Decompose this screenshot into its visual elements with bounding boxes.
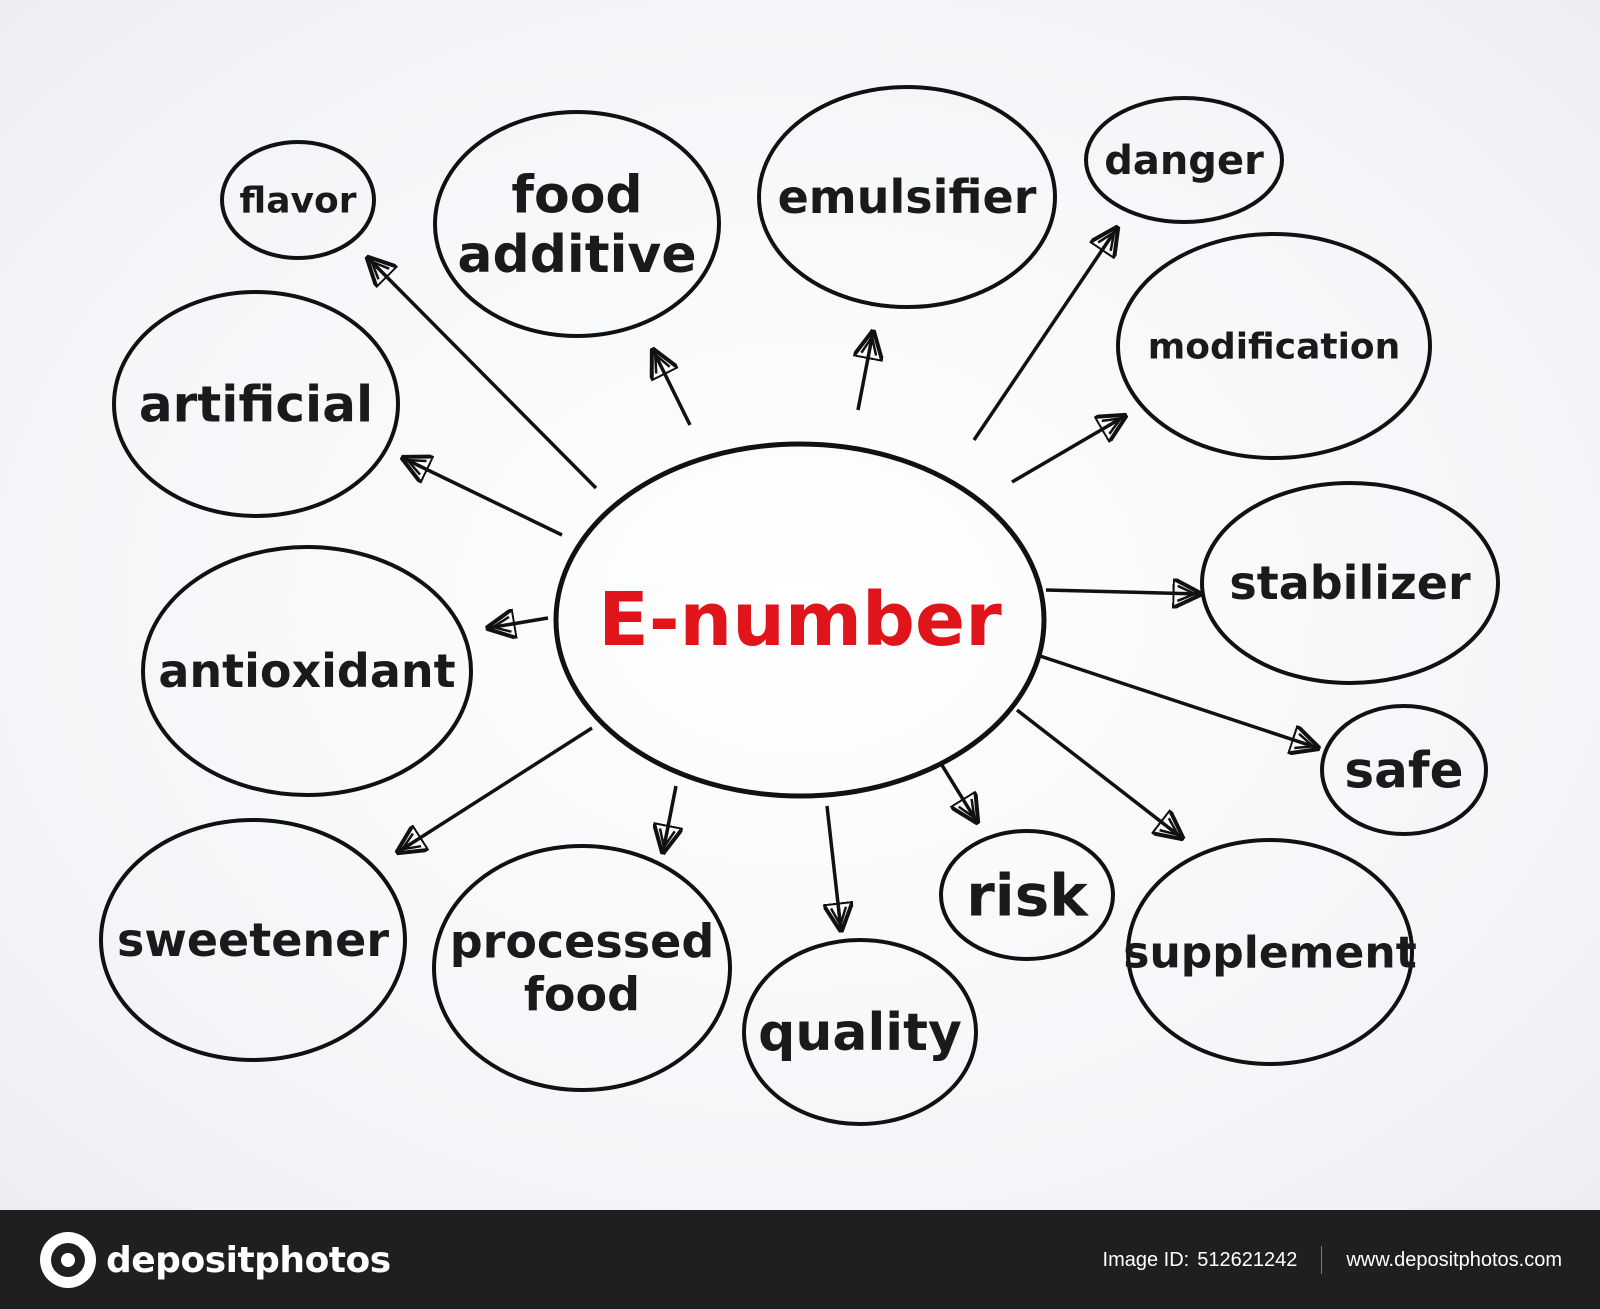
node-emulsifier: emulsifier: [757, 85, 1057, 309]
node-label-emulsifier: emulsifier: [778, 170, 1037, 224]
node-ellipse-safe: [1320, 704, 1488, 836]
connector-arrows: [368, 228, 1318, 930]
node-label-artificial: artificial: [139, 376, 373, 434]
node-ellipse-flavor: [220, 140, 376, 260]
node-ellipse-emulsifier: [757, 85, 1057, 309]
node-stabilizer: stabilizer: [1200, 481, 1500, 685]
node-ellipse-artificial: [112, 290, 400, 518]
node-label-antioxidant: antioxidant: [158, 644, 455, 698]
arrow-to-processed-food: [663, 785, 676, 852]
node-ellipse-antioxidant: [141, 545, 473, 797]
node-antioxidant: antioxidant: [141, 545, 473, 797]
node-label-safe: safe: [1344, 742, 1463, 800]
node-ellipse-danger: [1084, 96, 1284, 224]
image-info: Image ID: 512621242 www.depositphotos.co…: [1103, 1246, 1562, 1274]
node-ellipse-risk: [939, 829, 1115, 961]
node-label-quality: quality: [758, 1003, 962, 1063]
node-danger: danger: [1084, 96, 1284, 224]
arrow-to-emulsifier: [858, 332, 873, 411]
node-flavor: flavor: [220, 140, 376, 260]
node-ellipse-sweetener: [99, 818, 407, 1062]
node-ellipse-modification: [1116, 232, 1432, 460]
node-label-food-additive: food: [511, 165, 642, 225]
divider: [1321, 1246, 1323, 1274]
arrow-to-antioxidant: [488, 618, 549, 628]
node-label-food-additive: additive: [457, 225, 696, 285]
node-label-modification: modification: [1148, 327, 1401, 368]
node-ellipse-stabilizer: [1200, 481, 1500, 685]
node-label-danger: danger: [1104, 138, 1264, 184]
arrow-to-modification: [1011, 416, 1125, 484]
arrow-to-food-additive: [653, 350, 692, 426]
node-label-flavor: flavor: [240, 181, 357, 222]
arrow-to-quality: [827, 805, 841, 930]
node-artificial: artificial: [112, 290, 400, 518]
node-quality: quality: [742, 938, 978, 1126]
node-modification: modification: [1116, 232, 1432, 460]
node-label-sweetener: sweetener: [117, 913, 389, 967]
brand-logo: depositphotos: [40, 1232, 391, 1288]
node-ellipse-supplement: [1126, 838, 1414, 1066]
image-id: 512621242: [1197, 1248, 1298, 1271]
node-safe: safe: [1320, 704, 1488, 836]
arrow-to-safe: [1039, 654, 1318, 748]
arrow-to-stabilizer: [1045, 590, 1200, 594]
brand-name: depositphotos: [106, 1239, 391, 1281]
watermark-footer: depositphotos Image ID: 512621242 www.de…: [0, 1210, 1600, 1309]
camera-icon: [40, 1232, 96, 1288]
node-label-supplement: supplement: [1123, 927, 1416, 978]
node-ellipse-quality: [742, 938, 978, 1126]
arrow-to-supplement: [1015, 708, 1182, 838]
central-topic-label: E-number: [598, 577, 1002, 663]
arrow-to-danger: [972, 228, 1117, 441]
central-topic-ellipse: [553, 441, 1047, 799]
arrow-to-risk: [938, 761, 977, 822]
node-label-processed-food: processed: [450, 915, 715, 969]
node-label-risk: risk: [966, 861, 1089, 929]
arrow-to-flavor: [368, 258, 598, 490]
website-url: www.depositphotos.com: [1346, 1248, 1562, 1271]
node-label-stabilizer: stabilizer: [1229, 556, 1471, 610]
node-sweetener: sweetener: [99, 818, 407, 1062]
node-supplement: supplement: [1123, 838, 1417, 1066]
node-risk: risk: [939, 829, 1115, 961]
arrow-to-sweetener: [398, 726, 593, 852]
arrow-to-artificial: [403, 458, 563, 537]
image-id-label: Image ID:: [1102, 1248, 1190, 1271]
node-ellipse-processed-food: [432, 844, 732, 1092]
node-label-processed-food: food: [524, 968, 640, 1022]
node-ellipse-food-additive: [433, 110, 721, 338]
central-topic: E-number: [553, 441, 1047, 799]
